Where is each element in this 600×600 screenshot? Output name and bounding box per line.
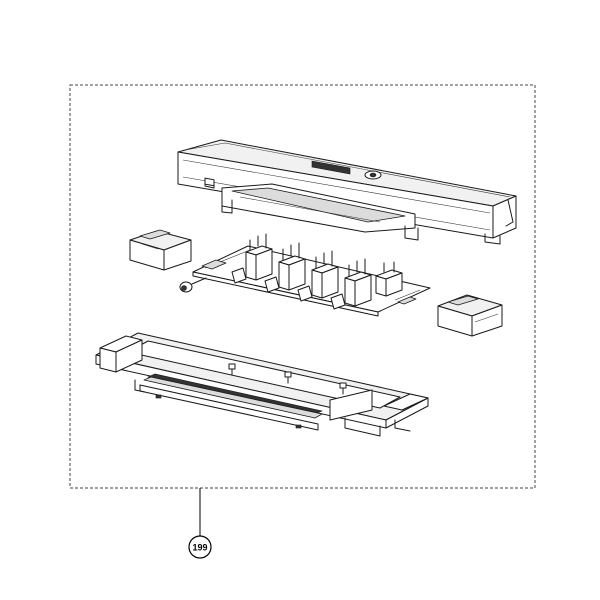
- top-cover-housing: [177, 139, 517, 245]
- assembly-group-boundary: [69, 84, 536, 489]
- control-pcb-board: [179, 233, 431, 317]
- bottom-frame-housing: [95, 332, 429, 437]
- left-button-block: [129, 229, 192, 271]
- callout-number: 199: [192, 543, 207, 553]
- callout-circle: [188, 535, 212, 559]
- right-button-block: [437, 294, 503, 337]
